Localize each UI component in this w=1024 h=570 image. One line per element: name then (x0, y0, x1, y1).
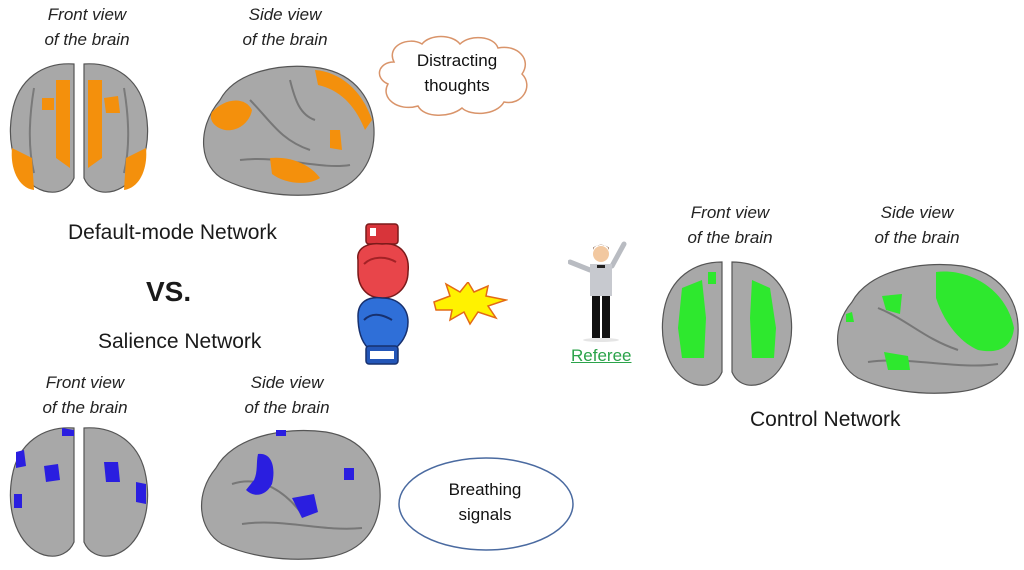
dmn-front-caption: Front view of the brain (22, 2, 152, 52)
activation-region (42, 98, 54, 110)
activation-region (14, 494, 22, 508)
activation-region (62, 428, 74, 436)
boxing-gloves (357, 223, 409, 365)
activation-region (210, 100, 252, 131)
caption-line: of the brain (874, 228, 960, 247)
activation-region (330, 130, 342, 150)
control-front-brain (661, 261, 793, 386)
caption-line: of the brain (42, 398, 128, 417)
distracting-thoughts-text: Distracting thoughts (392, 48, 522, 98)
caption-line: of the brain (242, 30, 328, 49)
activation-region (882, 294, 902, 314)
cloud-outline (378, 35, 528, 116)
activation-region (292, 494, 318, 518)
activation-region (44, 464, 60, 482)
bubble-outline (398, 457, 574, 551)
bubble-line: thoughts (424, 76, 490, 95)
referee-head (593, 246, 609, 262)
activation-region (708, 272, 716, 284)
activation-region (678, 280, 706, 358)
activation-region (104, 462, 120, 482)
dmn-side-brain (202, 65, 375, 196)
activation-region (276, 430, 286, 436)
caption-line: of the brain (244, 398, 330, 417)
caption-line: Front view (47, 5, 127, 24)
activation-region (124, 148, 147, 190)
caption-line: of the brain (44, 30, 130, 49)
caption-line: Front view (690, 203, 770, 222)
salience-network-title: Salience Network (98, 330, 262, 353)
clash-explosion-icon (433, 282, 508, 326)
red-boxing-glove-icon (357, 223, 409, 299)
referee-label: Referee (571, 346, 632, 365)
thought-cloud (378, 35, 528, 116)
caption-line: Side view (250, 373, 324, 392)
caption-line: Side view (880, 203, 954, 222)
salience-side-brain (201, 429, 381, 560)
dmn-side-caption: Side view of the brain (220, 2, 350, 52)
activation-region (846, 312, 854, 322)
referee-shirt (590, 264, 612, 296)
bubble-line: signals (458, 505, 512, 524)
breathing-bubble (398, 457, 574, 551)
caption-line: Front view (45, 373, 125, 392)
activation-region (936, 271, 1014, 352)
bubble-line: Breathing (448, 480, 522, 499)
activation-region (16, 450, 26, 468)
activation-region (56, 80, 70, 168)
activation-region (884, 352, 910, 370)
dmn-front-brain (9, 63, 149, 193)
activation-region (270, 157, 320, 183)
bubble-line: Distracting (416, 51, 498, 70)
activation-region (136, 482, 146, 504)
salience-front-brain (9, 427, 149, 557)
control-network-title: Control Network (750, 408, 901, 431)
versus-label: VS. (146, 276, 192, 307)
activation-region (750, 280, 776, 358)
default-mode-network-title: Default-mode Network (68, 221, 277, 244)
control-side-brain (837, 263, 1019, 394)
activation-region (104, 96, 120, 113)
activation-region (246, 453, 274, 495)
brain-outline (202, 65, 375, 196)
control-front-caption: Front view of the brain (665, 200, 795, 250)
caption-line: Side view (248, 5, 322, 24)
referee-figure (568, 241, 627, 342)
control-side-caption: Side view of the brain (852, 200, 982, 250)
activation-region (11, 148, 34, 190)
activation-region (315, 70, 372, 130)
blue-boxing-glove-icon (357, 296, 409, 365)
activation-region (88, 80, 102, 168)
caption-line: of the brain (687, 228, 773, 247)
activation-region (344, 468, 354, 480)
salience-side-caption: Side view of the brain (222, 370, 352, 420)
salience-front-caption: Front view of the brain (20, 370, 150, 420)
breathing-signals-text: Breathing signals (420, 477, 550, 527)
